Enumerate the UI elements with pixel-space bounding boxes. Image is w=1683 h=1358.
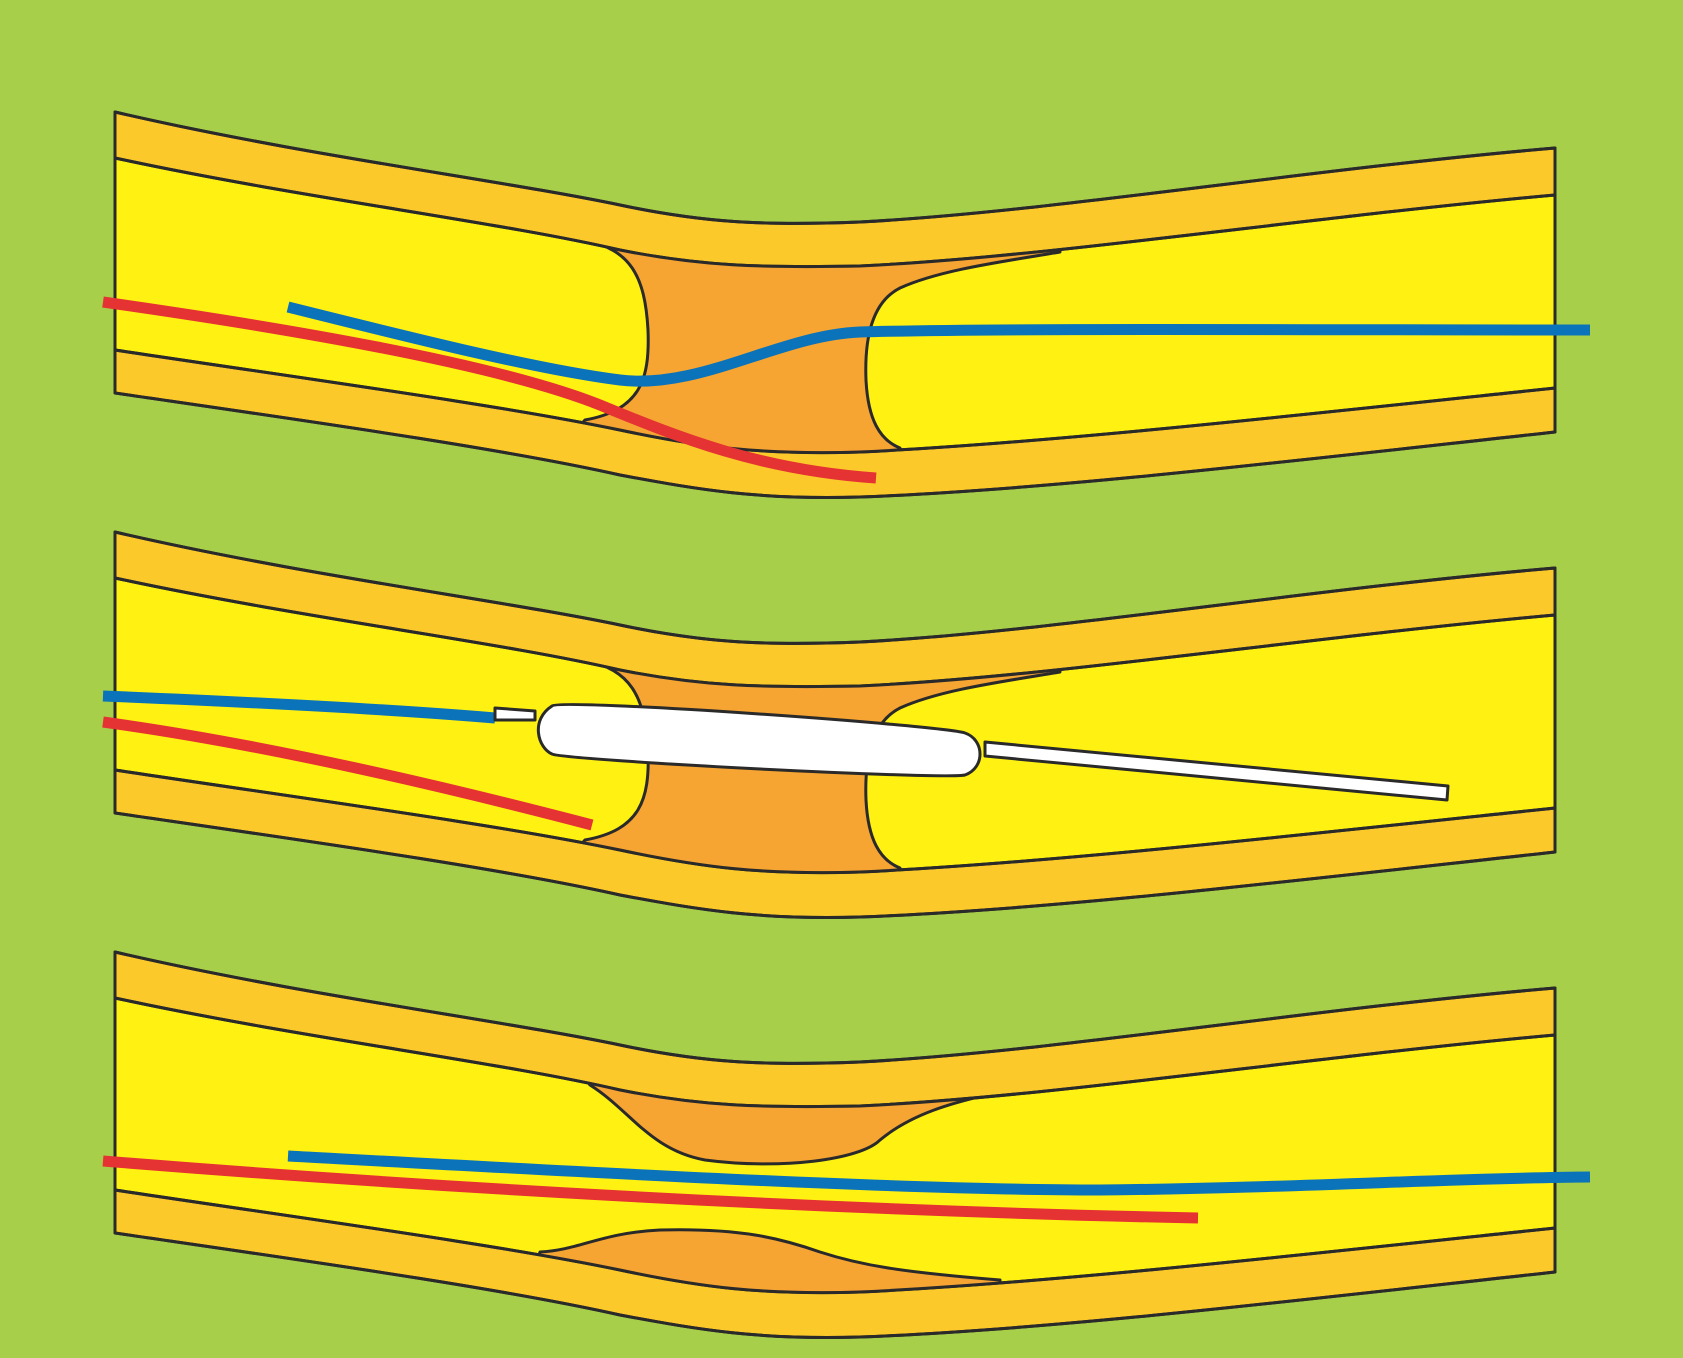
vessel-diagram — [0, 0, 1683, 1358]
